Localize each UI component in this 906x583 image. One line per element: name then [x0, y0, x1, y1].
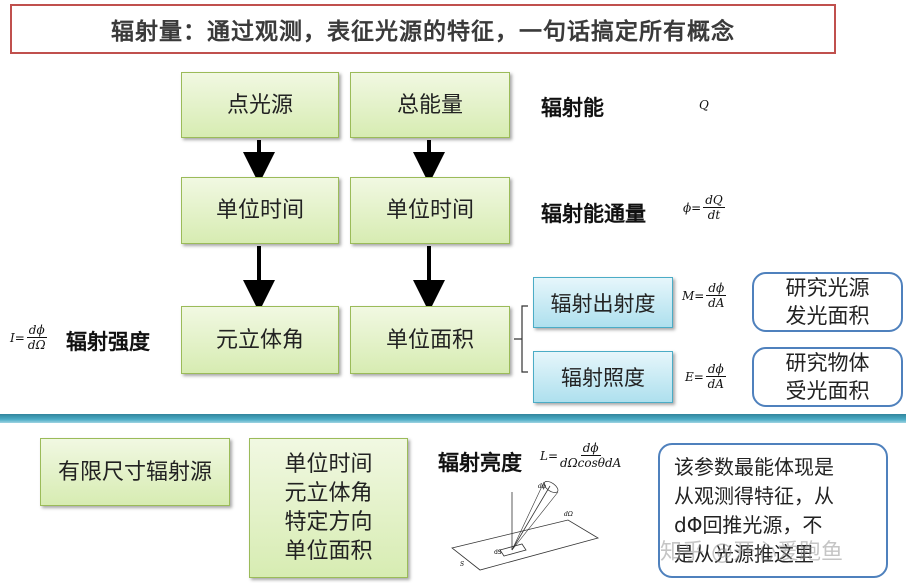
formula-radiance-den: dΩcosθdA: [560, 456, 622, 470]
section-divider: [0, 414, 906, 423]
formula-intensity-num: dϕ: [26, 323, 47, 338]
formula-flux-num: dQ: [703, 193, 725, 208]
cone-edge-right: [511, 491, 559, 551]
page-title: 辐射量：通过观测，表征光源的特征，一句话搞定所有概念: [10, 4, 836, 54]
box-total-energy: 总能量: [350, 72, 510, 138]
cone-edge-left: [511, 481, 545, 551]
formula-flux: ϕ= dQ dt: [683, 193, 725, 222]
box-radiance-conditions: 单位时间 元立体角 特定方向 单位面积: [249, 438, 408, 578]
radiance-geometry-figure: dϕ dΩ dS S: [451, 481, 600, 571]
direction-line: [511, 485, 551, 551]
label-domega: dΩ: [564, 511, 573, 518]
box-unit-area: 单位面积: [350, 306, 510, 374]
formula-radiance-num: dϕ: [580, 441, 601, 456]
formula-irradiance-num: dϕ: [705, 362, 726, 377]
formula-radiance: L= dϕ dΩcosθdA: [540, 441, 621, 470]
surface-plane: [451, 519, 600, 571]
box-unit-time-left: 单位时间: [181, 177, 339, 244]
label-radiant-energy: 辐射能: [541, 96, 604, 120]
formula-intensity: I= dϕ dΩ: [10, 323, 47, 352]
formula-exitance-num: dϕ: [706, 281, 727, 296]
formula-intensity-lhs: I=: [10, 330, 25, 345]
formula-q: Q: [699, 98, 709, 112]
box-radiant-exitance: 辐射出射度: [533, 277, 673, 328]
formula-flux-lhs: ϕ=: [683, 200, 702, 215]
label-radiant-flux: 辐射能通量: [541, 202, 646, 226]
formula-flux-den: dt: [707, 208, 721, 222]
formula-irradiance: E= dϕ dA: [685, 362, 726, 391]
formula-exitance: M= dϕ dA: [682, 281, 727, 310]
solid-angle-ellipse: [543, 481, 559, 493]
branch-bracket: [514, 305, 528, 373]
formula-irradiance-den: dA: [707, 377, 724, 391]
label-s: S: [460, 561, 464, 568]
note-irradiance: 研究物体 受光面积: [752, 347, 903, 407]
box-unit-time-middle: 单位时间: [350, 177, 510, 244]
formula-irradiance-lhs: E=: [685, 369, 704, 384]
label-radiant-intensity: 辐射强度: [66, 330, 150, 354]
box-solid-angle: 元立体角: [181, 306, 339, 374]
note-summary: 该参数最能体现是 从观测得特征，从 dΦ回推光源，不 是从光源推这里: [658, 443, 888, 578]
label-dphi: dϕ: [538, 483, 546, 490]
formula-intensity-den: dΩ: [27, 338, 46, 352]
formula-radiance-lhs: L=: [540, 448, 559, 463]
watermark: 知乎 @开心爱跑鱼: [660, 540, 843, 565]
formula-exitance-lhs: M=: [682, 288, 705, 303]
label-ds: dS: [494, 549, 502, 556]
note-exitance: 研究光源 发光面积: [752, 272, 903, 332]
box-point-source: 点光源: [181, 72, 339, 138]
formula-exitance-den: dA: [708, 296, 725, 310]
box-irradiance: 辐射照度: [533, 351, 673, 403]
box-finite-source: 有限尺寸辐射源: [40, 438, 230, 506]
label-radiance: 辐射亮度: [438, 451, 522, 475]
